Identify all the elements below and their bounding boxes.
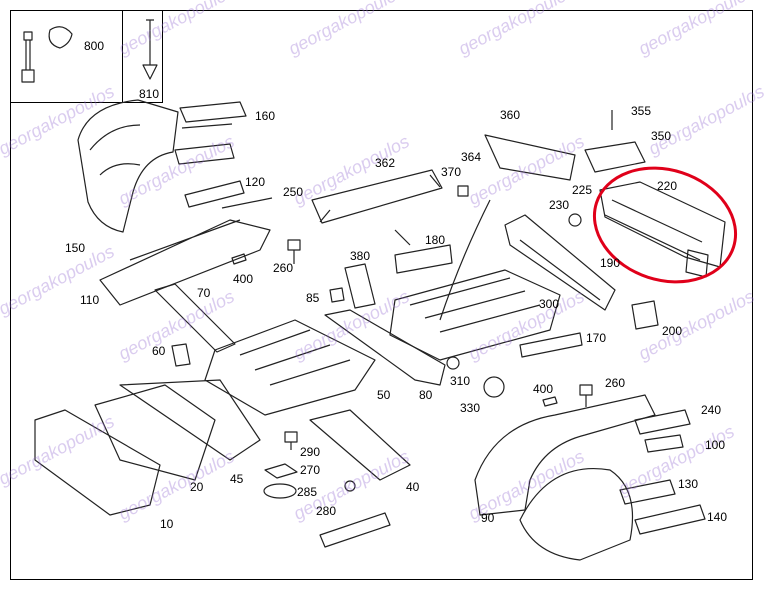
label-90: 90 — [481, 511, 495, 525]
label-80: 80 — [419, 388, 433, 402]
part-380-bracket — [344, 263, 376, 309]
part-100-bracket — [644, 434, 684, 453]
label-50: 50 — [377, 388, 391, 402]
label-310: 310 — [450, 374, 471, 388]
label-40: 40 — [406, 480, 420, 494]
label-140: 140 — [707, 510, 728, 524]
label-300: 300 — [539, 297, 560, 311]
part-10-front-end — [34, 409, 161, 516]
label-160: 160 — [255, 109, 276, 123]
label-230: 230 — [549, 198, 570, 212]
part-20-firewall — [94, 384, 216, 481]
label-110: 110 — [80, 293, 100, 307]
label-220: 220 — [657, 179, 678, 193]
part-190-rail — [504, 214, 616, 311]
label-10: 10 — [160, 517, 174, 531]
label-225: 225 — [572, 183, 593, 197]
part-130-inner-wheelhouse — [519, 468, 676, 561]
label-260-b: 260 — [605, 376, 626, 390]
diagram-frame — [10, 10, 753, 580]
label-270: 270 — [300, 463, 321, 477]
part-260-bolt — [287, 239, 301, 264]
part-370-bolt — [457, 185, 469, 197]
leader-line-370 — [439, 199, 491, 321]
label-810: 810 — [139, 87, 160, 101]
part-290-bolt — [284, 431, 298, 450]
label-350: 350 — [651, 129, 672, 143]
part-400-clip-b — [542, 396, 558, 407]
label-370: 370 — [441, 165, 462, 179]
fastener-inset-box — [10, 10, 163, 103]
part-240-rail — [634, 409, 691, 435]
label-260-a: 260 — [273, 261, 294, 275]
leader-arrow — [394, 229, 411, 246]
part-200-bracket — [631, 300, 659, 330]
part-400-clip — [231, 253, 247, 265]
label-364: 364 — [461, 150, 482, 164]
label-60: 60 — [152, 344, 166, 358]
label-130: 130 — [678, 477, 699, 491]
part-170-panel — [519, 332, 583, 358]
label-240: 240 — [701, 403, 722, 417]
part-150-wheelhouse — [77, 99, 179, 233]
label-180: 180 — [425, 233, 446, 247]
label-360: 360 — [500, 108, 521, 122]
inset-divider — [122, 10, 123, 103]
part-70-rail — [154, 283, 236, 353]
label-100: 100 — [705, 438, 726, 452]
label-800: 800 — [84, 39, 105, 53]
part-270-plate — [264, 463, 298, 479]
part-330-seal — [483, 376, 505, 398]
part-285-plug — [263, 483, 297, 499]
part-120-bracket — [184, 180, 273, 209]
part-60-bracket — [171, 343, 191, 367]
label-190: 190 — [600, 256, 621, 270]
part-360-strut — [484, 134, 576, 181]
part-85-clip — [329, 287, 345, 303]
label-362: 362 — [375, 156, 396, 170]
label-170: 170 — [586, 331, 607, 345]
label-200: 200 — [662, 324, 683, 338]
highlight-ring-220 — [592, 166, 738, 284]
label-330: 330 — [460, 401, 481, 415]
part-350-bracket — [584, 110, 646, 173]
part-180-floor — [389, 244, 561, 361]
label-70: 70 — [197, 286, 211, 300]
label-400-b: 400 — [533, 382, 554, 396]
part-40-bracket — [309, 409, 411, 481]
part-280-tube — [319, 480, 391, 548]
inset-bolt-800 — [21, 26, 73, 83]
part-160-panel — [174, 101, 247, 165]
label-380: 380 — [350, 249, 371, 263]
label-150: 150 — [65, 241, 86, 255]
label-400-a: 400 — [233, 272, 254, 286]
part-362-crossmember — [311, 169, 443, 224]
part-110-rail — [99, 219, 271, 306]
label-85: 85 — [306, 291, 320, 305]
inset-rod-810 — [142, 19, 158, 80]
part-230-grommet — [568, 213, 582, 227]
label-120: 120 — [245, 175, 266, 189]
label-290: 290 — [300, 445, 321, 459]
label-355: 355 — [631, 104, 652, 118]
part-260-bolt-b — [579, 384, 593, 407]
label-20: 20 — [190, 480, 204, 494]
label-45: 45 — [230, 472, 244, 486]
part-50-floor-pan — [204, 319, 376, 416]
label-250: 250 — [283, 185, 304, 199]
label-280: 280 — [316, 504, 337, 518]
part-45-panel — [119, 379, 261, 461]
part-310-plug — [446, 356, 460, 370]
part-90-wheelhouse — [474, 394, 656, 516]
part-140-panel — [634, 504, 706, 535]
part-80-crossmember — [324, 309, 446, 386]
label-285: 285 — [297, 485, 318, 499]
